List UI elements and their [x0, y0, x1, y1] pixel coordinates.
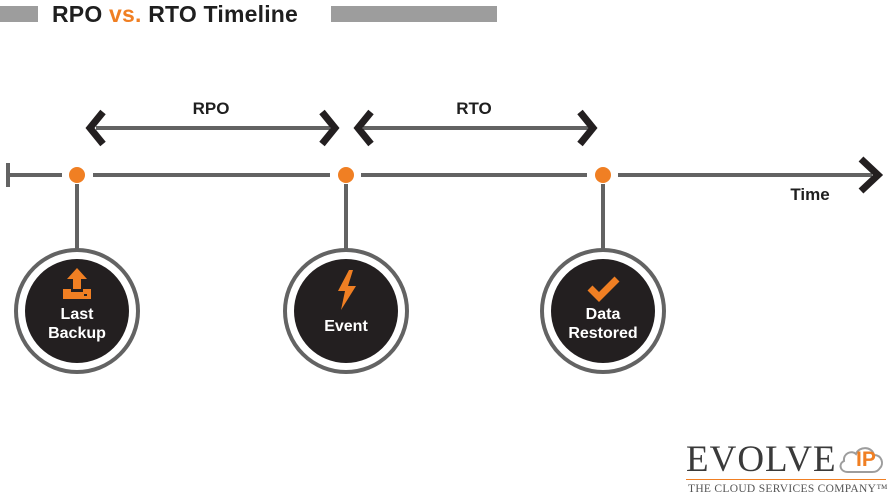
- node-label-line: Restored: [568, 325, 638, 342]
- node-label-line: Event: [324, 318, 368, 335]
- timeline-dot-restored: [595, 167, 611, 183]
- rpo-span-arrow: [85, 109, 340, 147]
- check-icon: [587, 276, 620, 302]
- title-rpo: RPO: [52, 1, 103, 27]
- node-label-event: Event: [291, 317, 401, 336]
- logo-wordmark: EVOLVE: [686, 439, 837, 480]
- node-label-last-backup: Last Backup: [22, 305, 132, 343]
- rto-span-arrow: [353, 109, 598, 147]
- rpo-label: RPO: [192, 99, 230, 118]
- node-label-line: Backup: [48, 325, 106, 342]
- node-data-restored: [540, 248, 666, 374]
- rto-left-chevron-icon: [353, 109, 374, 147]
- title-bar-left: [0, 6, 38, 22]
- rpo-left-chevron-icon: [85, 109, 106, 147]
- time-arrowhead-icon: [858, 156, 884, 194]
- logo-divider: [686, 479, 886, 480]
- node-label-line: Last: [60, 306, 94, 323]
- logo-ip-text: IP: [856, 448, 876, 471]
- node-label-line: Data: [585, 306, 621, 323]
- time-axis-label: Time: [790, 185, 830, 204]
- logo-tagline: THE CLOUD SERVICES COMPANY™: [688, 483, 888, 495]
- timeline-dot-backup: [69, 167, 85, 183]
- cloud-icon: [839, 447, 883, 473]
- rpo-right-chevron-icon: [319, 109, 340, 147]
- upload-icon: [63, 268, 91, 299]
- node-event: [283, 248, 409, 374]
- node-label-data-restored: Data Restored: [548, 305, 658, 343]
- title-rto-timeline: RTO Timeline: [148, 1, 299, 27]
- evolve-ip-logo: EVOLVE IP THE CLOUD SERVICES COMPANY™: [686, 439, 888, 497]
- title-vs: vs.: [109, 1, 142, 27]
- node-last-backup: [14, 248, 140, 374]
- rto-label: RTO: [456, 99, 492, 118]
- page-title: RPO vs. RTO Timeline: [52, 0, 298, 28]
- title-bar-right: [331, 6, 497, 22]
- lightning-bolt-icon: [338, 270, 356, 310]
- rto-right-chevron-icon: [577, 109, 598, 147]
- timeline-dot-event: [338, 167, 354, 183]
